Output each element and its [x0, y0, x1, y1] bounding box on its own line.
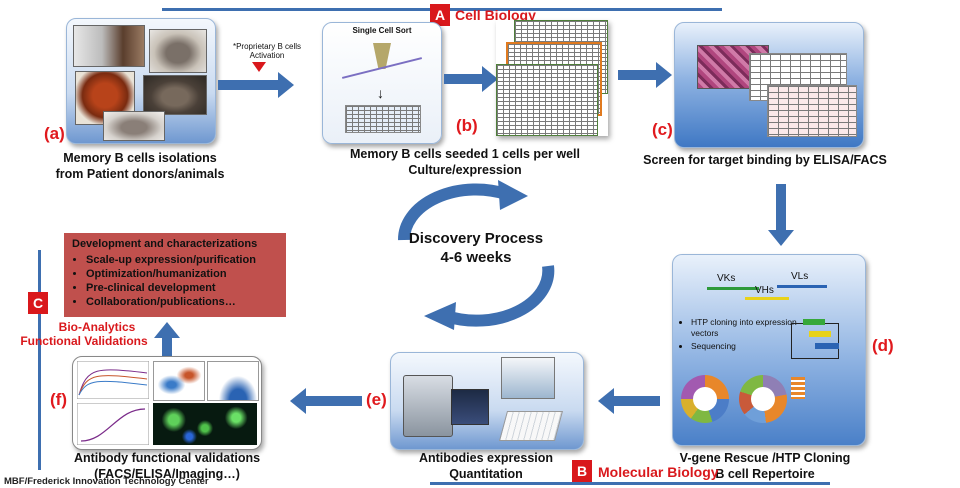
gene-label-vh: VHs	[755, 285, 774, 296]
step-f-caption-line2: (FACS/ELISA/Imaging…)	[94, 467, 240, 481]
activation-marker	[252, 62, 266, 72]
incubator-image	[501, 357, 555, 399]
step-a-letter: (a)	[44, 124, 65, 143]
panel-a-donors	[66, 18, 216, 144]
development-item: Collaboration/publications…	[86, 295, 278, 309]
step-c-letter: (c)	[652, 120, 673, 139]
activation-note-line1: *Proprietary B cells	[232, 42, 302, 51]
step-b-caption-line1: Memory B cells seeded 1 cells per well	[350, 147, 580, 161]
step-d-caption-line1: V-gene Rescue /HTP Cloning	[679, 451, 851, 465]
tube-rack-image	[498, 411, 564, 441]
vector-frame	[791, 323, 839, 359]
discovery-duration: 4-6 weeks	[440, 249, 512, 266]
histogram-plot	[207, 361, 259, 401]
panel-f-validations	[72, 356, 262, 450]
left-frame-line	[38, 250, 41, 470]
down-arrow-icon: ↓	[377, 85, 384, 101]
development-list: Scale-up expression/purification Optimiz…	[72, 253, 278, 309]
section-c-badge: C	[28, 292, 48, 314]
sorter-nozzle	[373, 43, 391, 69]
gene-label-vl: VLs	[791, 271, 809, 282]
repertoire-legend	[791, 377, 805, 399]
gene-bar-vl	[777, 285, 827, 288]
step-e-caption-line1: Antibodies expression	[418, 451, 554, 465]
imaging-panel	[153, 403, 257, 445]
arrow-a-to-b	[218, 72, 294, 98]
instrument-image	[403, 375, 453, 437]
cycle-arrowhead-bottom	[424, 302, 456, 330]
step-d-caption-line2: B cell Repertoire	[715, 467, 815, 481]
elisa-curve	[80, 408, 146, 442]
step-e-letter: (e)	[366, 390, 387, 409]
cloning-list: HTP cloning into expression vectors Sequ…	[679, 317, 801, 352]
vector-segment-blue	[815, 343, 839, 349]
step-f-letter: (f)	[50, 390, 67, 409]
arrow-b-to-plates	[444, 66, 498, 92]
arrow-d-to-e	[598, 388, 660, 414]
section-c-label-line2: Functional Validations	[20, 334, 148, 348]
step-d-letter: (d)	[872, 336, 894, 355]
facs-plot	[153, 361, 205, 401]
discovery-cycle-diagram	[397, 180, 555, 330]
binding-curves-plot	[77, 361, 149, 399]
section-a-label: Cell Biology	[455, 7, 536, 23]
vector-map	[791, 317, 843, 361]
discovery-title: Discovery Process	[408, 230, 544, 247]
footer-credit: MBF/Frederick Innovation Technology Cent…	[4, 476, 209, 487]
bottom-frame-line	[430, 482, 830, 485]
development-box: Development and characterizations Scale-…	[64, 233, 286, 317]
culture-plate-front	[496, 64, 598, 136]
panel-e-expression	[390, 352, 584, 450]
panel-b-plates	[496, 20, 608, 136]
vector-segment-green	[803, 319, 825, 325]
step-a-caption-line1: Memory B cells isolations	[63, 151, 217, 165]
gene-bar-vk	[707, 287, 759, 290]
cloning-item: Sequencing	[691, 341, 801, 352]
repertoire-donut-2-hole	[751, 387, 775, 411]
elisa-table-2	[767, 85, 857, 137]
development-title: Development and characterizations	[72, 238, 258, 250]
activation-note-line2: Activation	[249, 51, 285, 60]
rat-photo	[103, 111, 165, 141]
sort-plate	[345, 105, 421, 133]
development-item: Scale-up expression/purification	[86, 253, 278, 267]
development-item: Pre-clinical development	[86, 281, 278, 295]
arrow-c-to-d	[768, 184, 794, 246]
patient-photo	[73, 25, 145, 67]
binding-curve	[78, 369, 148, 396]
binding-curve	[78, 380, 148, 396]
gene-label-vk: VKs	[717, 273, 736, 284]
cycle-arrow-top	[397, 183, 508, 241]
step-b-letter: (b)	[456, 116, 478, 135]
cloning-item: HTP cloning into expression vectors	[691, 317, 801, 339]
rabbit-photo	[143, 75, 207, 115]
arrow-e-to-f	[290, 388, 362, 414]
section-b-badge: B	[572, 460, 592, 482]
panel-b-single-cell-sort: Single Cell Sort ↓	[322, 22, 442, 144]
step-e-caption-line2: Quantitation	[449, 467, 523, 481]
mouse-photo	[149, 29, 207, 73]
cycle-arrowhead-top	[498, 180, 528, 210]
vector-segment-yellow	[809, 331, 831, 337]
development-item: Optimization/humanization	[86, 267, 278, 281]
gene-bar-vh	[745, 297, 789, 300]
repertoire-donut-1-hole	[693, 387, 717, 411]
step-a-caption-line2: from Patient donors/animals	[55, 167, 225, 181]
step-b-caption-line2: Culture/expression	[408, 163, 522, 177]
section-b-label: Molecular Biology	[598, 464, 719, 480]
instrument-screen	[451, 389, 489, 425]
section-c-label-line1: Bio-Analytics	[58, 320, 136, 334]
arrow-b-to-c	[618, 62, 672, 88]
arrow-f-to-development	[154, 322, 180, 356]
sort-title: Single Cell Sort	[352, 26, 412, 35]
panel-c-screen	[674, 22, 864, 148]
cycle-arrow-bottom	[444, 265, 555, 327]
step-c-caption: Screen for target binding by ELISA/FACS	[643, 153, 887, 167]
panel-d-vgene-rescue: VKs VLs VHs HTP cloning into expression …	[672, 254, 866, 446]
step-f-caption-line1: Antibody functional validations	[73, 451, 261, 465]
elisa-curve-plot	[77, 403, 149, 445]
section-a-badge: A	[430, 4, 450, 26]
binding-curve	[78, 375, 148, 396]
